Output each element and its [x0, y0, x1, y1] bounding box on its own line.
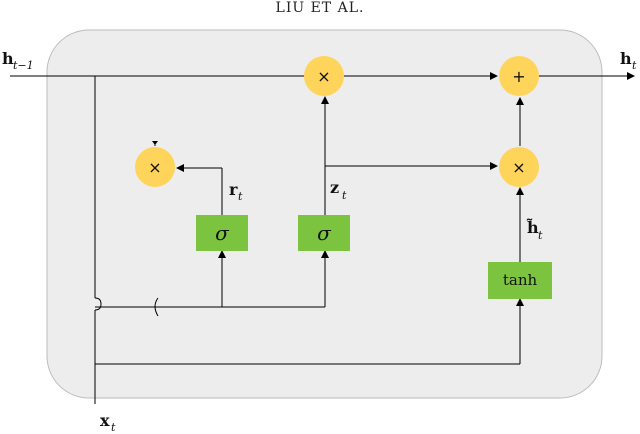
svg-text:σ: σ [317, 221, 332, 245]
svg-text:h: h [620, 49, 632, 68]
add-op: + [499, 56, 539, 96]
reset-gate: σ [196, 215, 248, 251]
svg-text:x: x [100, 411, 110, 430]
svg-text:×: × [148, 158, 161, 177]
label-h-out: h t [620, 49, 637, 72]
label-x-in: x t [100, 411, 116, 434]
svg-text:+: + [512, 67, 525, 86]
page-header: LIU ET AL. [275, 0, 365, 16]
svg-text:h̃: h̃ [527, 218, 539, 237]
bus-crossing-mark [154, 297, 159, 317]
label-r: r t [229, 180, 243, 203]
svg-text:×: × [317, 67, 330, 86]
svg-text:t: t [238, 190, 243, 203]
reset-mult-in-head [152, 141, 158, 145]
update-multiply-op: × [304, 56, 344, 96]
svg-text:t: t [538, 229, 543, 242]
svg-text:h: h [2, 49, 14, 68]
reset-multiply-op: × [135, 147, 175, 187]
label-h-candidate: h̃ t [527, 218, 543, 242]
svg-text:r: r [229, 180, 238, 199]
svg-text:t: t [342, 189, 347, 202]
update-gate: σ [298, 215, 350, 251]
svg-text:σ: σ [215, 221, 230, 245]
label-z: z t [330, 178, 347, 202]
svg-text:tanh: tanh [503, 271, 538, 289]
candidate-multiply-op: × [499, 147, 539, 187]
svg-text:×: × [512, 158, 525, 177]
svg-text:z: z [330, 178, 339, 197]
candidate-gate: tanh [488, 262, 552, 299]
label-h-prev: h t−1 [2, 49, 34, 72]
svg-text:t−1: t−1 [13, 59, 34, 72]
svg-text:t: t [632, 59, 637, 72]
svg-text:t: t [111, 421, 116, 434]
crossing-hop [94, 297, 102, 311]
